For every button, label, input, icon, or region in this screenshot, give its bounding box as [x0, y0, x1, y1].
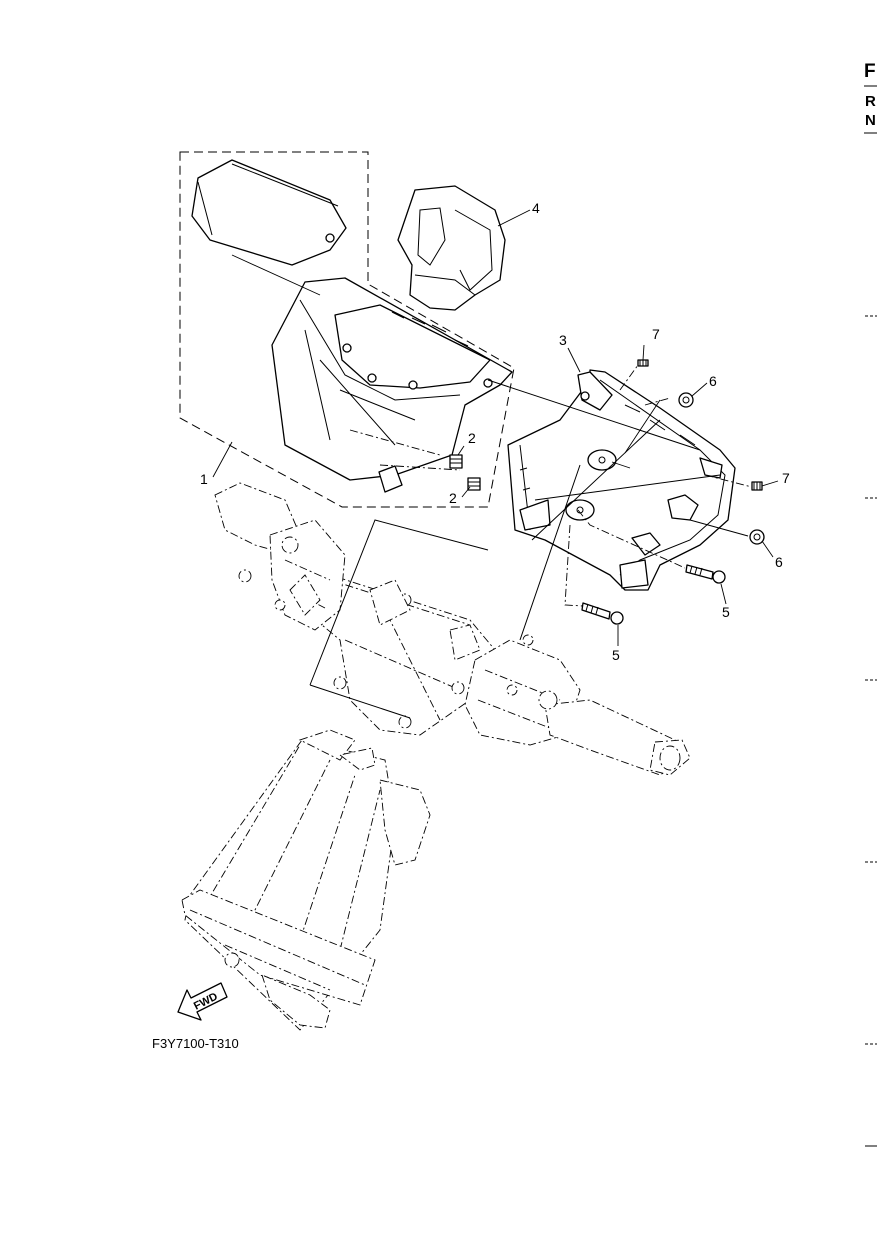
meter-cover-part-4 [397, 185, 506, 311]
screw-part-7-upper [637, 359, 649, 367]
callout-6-lower: 6 [775, 554, 783, 570]
bolt-part-5-right [685, 564, 726, 584]
callout-2-upper: 2 [468, 430, 476, 446]
part-1-group-box [179, 151, 515, 508]
clip-part-2-upper [449, 454, 463, 469]
screw-part-7-right [751, 481, 763, 491]
collar-part-6-lower [749, 529, 765, 545]
fwd-arrow-icon: FWD [177, 982, 228, 1021]
fwd-label: FWD [192, 991, 220, 1013]
margin-dash-marks [865, 315, 877, 1147]
callout-3: 3 [559, 332, 567, 348]
callout-7-right: 7 [782, 470, 790, 486]
bolt-part-5-left [581, 602, 624, 625]
collar-part-6-upper [678, 392, 694, 408]
callout-5-left: 5 [612, 647, 620, 663]
side-letter-f: F [864, 61, 876, 82]
rear-cover-part-3 [507, 369, 736, 591]
callout-7-upper: 7 [652, 326, 660, 342]
front-cover-part-1 [191, 159, 513, 493]
figure-ref: F3Y7100-T310 [152, 1036, 239, 1051]
callout-4: 4 [532, 200, 540, 216]
assembly-lines [309, 364, 753, 719]
side-letter-n: N [865, 112, 876, 129]
leader-lines [212, 209, 779, 646]
callout-1: 1 [200, 471, 208, 487]
callout-5-right: 5 [722, 604, 730, 620]
side-letter-r: R [865, 93, 876, 110]
callout-2-lower: 2 [449, 490, 457, 506]
callout-6-upper: 6 [709, 373, 717, 389]
clip-part-2-lower [467, 477, 481, 491]
handlebar-assembly [181, 482, 691, 1031]
